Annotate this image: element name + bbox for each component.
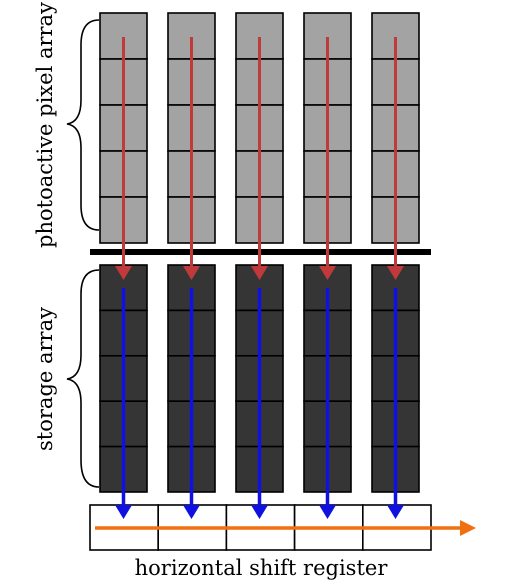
shift-register-label: horizontal shift register <box>135 556 389 580</box>
storage-array-label: storage array <box>33 307 57 451</box>
blue-arrow-head-icon <box>251 505 268 519</box>
red-arrow-head-icon <box>319 266 336 280</box>
blue-arrow-head-icon <box>115 505 132 519</box>
red-arrow-head-icon <box>387 266 404 280</box>
blue-arrow-head-icon <box>319 505 336 519</box>
photoactive-brace-icon <box>66 19 100 231</box>
orange-arrow-head-icon <box>460 520 476 536</box>
red-arrow-head-icon <box>251 266 268 280</box>
blue-arrow-head-icon <box>183 505 200 519</box>
photo-pixel-cell <box>371 12 420 60</box>
blue-transfer-arrows <box>115 288 404 519</box>
red-arrow-head-icon <box>115 266 132 280</box>
storage-brace-icon <box>66 269 100 488</box>
red-transfer-arrows <box>115 37 404 280</box>
red-arrow-head-icon <box>183 266 200 280</box>
orange-readout-arrow <box>95 520 476 536</box>
photoactive-array-label: photoactive pixel array <box>33 2 57 248</box>
blue-arrow-head-icon <box>387 505 404 519</box>
